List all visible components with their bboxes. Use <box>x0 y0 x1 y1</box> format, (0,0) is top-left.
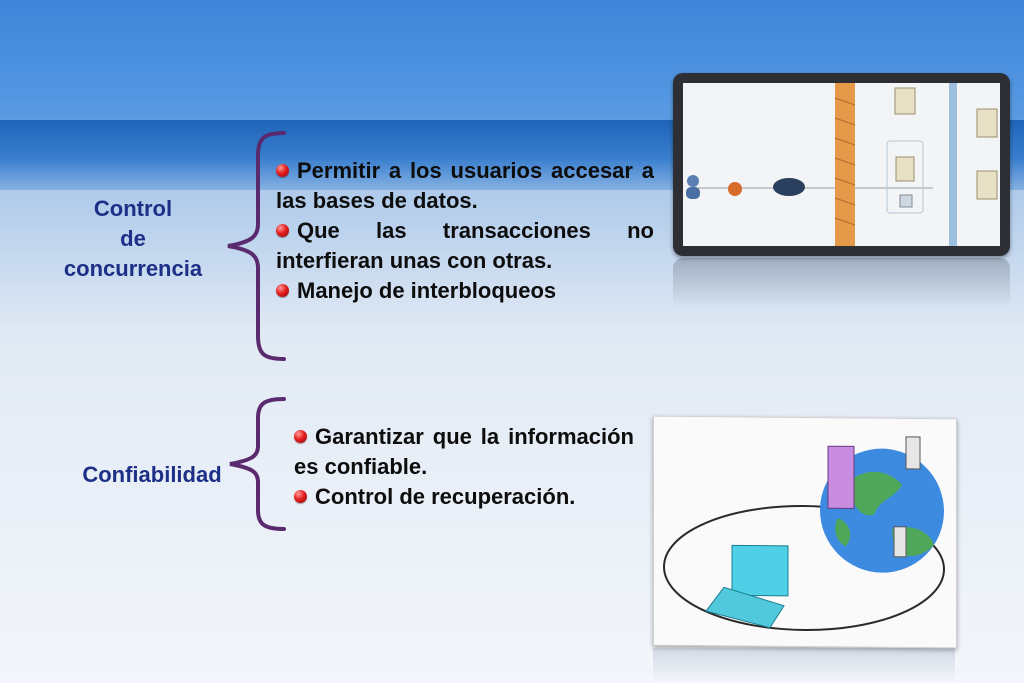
concurrency-bullet-list: Permitir a los usuarios accesar a las ba… <box>276 156 654 306</box>
host-server-icon <box>905 436 921 470</box>
cloud-icon <box>773 178 805 196</box>
concurrency-brace <box>227 131 286 361</box>
topic-concurrency-line3: concurrencia <box>63 256 203 281</box>
list-item: Que las transacciones no interfieran una… <box>276 216 654 276</box>
bullet-text: Permitir a los usuarios accesar a las ba… <box>276 158 654 213</box>
list-item: Manejo de interbloqueos <box>276 276 654 306</box>
network-diagram-illustration <box>686 83 998 246</box>
list-item: Permitir a los usuarios accesar a las ba… <box>276 156 654 216</box>
network-bus-icon <box>949 83 957 246</box>
list-item: Garantizar que la información es confiab… <box>294 422 634 482</box>
server-icon <box>899 194 913 208</box>
browser-icon <box>728 182 742 196</box>
network-diagram-screen <box>683 83 1000 246</box>
red-sphere-bullet-icon <box>276 284 289 297</box>
topic-concurrency-line1: Control <box>93 196 173 221</box>
network-diagram-picture <box>673 73 1010 256</box>
computer-monitor-icon <box>731 544 789 597</box>
server-icon <box>895 156 915 182</box>
bullet-text: Manejo de interbloqueos <box>297 278 557 303</box>
topic-reliability-label: Confiabilidad <box>82 462 222 487</box>
server-icon <box>976 108 998 138</box>
red-sphere-bullet-icon <box>294 430 307 443</box>
server-icon <box>976 170 998 200</box>
server-icon <box>894 87 916 115</box>
topic-concurrency-label: Control de concurrencia <box>40 194 226 284</box>
network-diagram-reflection <box>673 258 1010 308</box>
red-sphere-bullet-icon <box>276 224 289 237</box>
topic-concurrency-line2: de <box>120 226 146 251</box>
dns-globe-illustration <box>663 436 945 632</box>
bullet-text: Que las transacciones no interfieran una… <box>276 218 654 273</box>
dns-server-icon <box>827 445 855 509</box>
reliability-bullet-list: Garantizar que la información es confiab… <box>294 422 634 512</box>
host-server-icon <box>893 526 907 558</box>
dns-globe-reflection <box>653 648 955 683</box>
user-icon <box>687 175 699 187</box>
dns-globe-picture <box>653 415 957 649</box>
bullet-text: Garantizar que la información es confiab… <box>294 424 634 479</box>
red-sphere-bullet-icon <box>294 490 307 503</box>
keyboard-icon <box>705 586 785 629</box>
list-item: Control de recuperación. <box>294 482 634 512</box>
red-sphere-bullet-icon <box>276 164 289 177</box>
bullet-text: Control de recuperación. <box>315 484 576 509</box>
reliability-brace <box>229 397 286 531</box>
